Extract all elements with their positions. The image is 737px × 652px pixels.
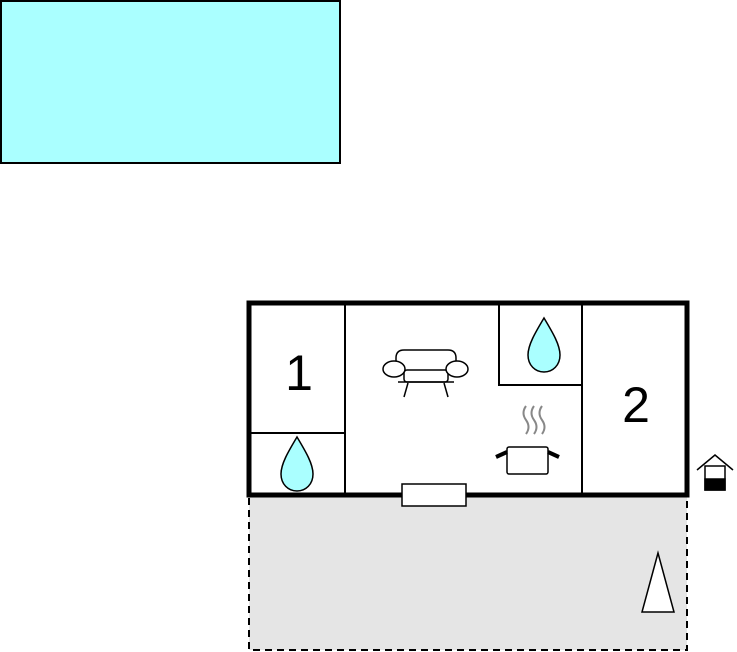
water-drop-icon [280,435,314,492]
room-1-label: 1 [285,345,313,401]
terrace [248,494,688,651]
entrance-door [401,483,467,507]
sofa-icon [382,349,469,398]
well-icon [696,454,734,491]
tree-icon [641,550,675,613]
house-outline [246,300,690,498]
water-drop-icon [527,316,561,373]
cooking-pot-icon [495,405,560,475]
swimming-pool [0,0,341,164]
room-2-label: 2 [622,377,650,433]
house-walls [249,303,583,495]
